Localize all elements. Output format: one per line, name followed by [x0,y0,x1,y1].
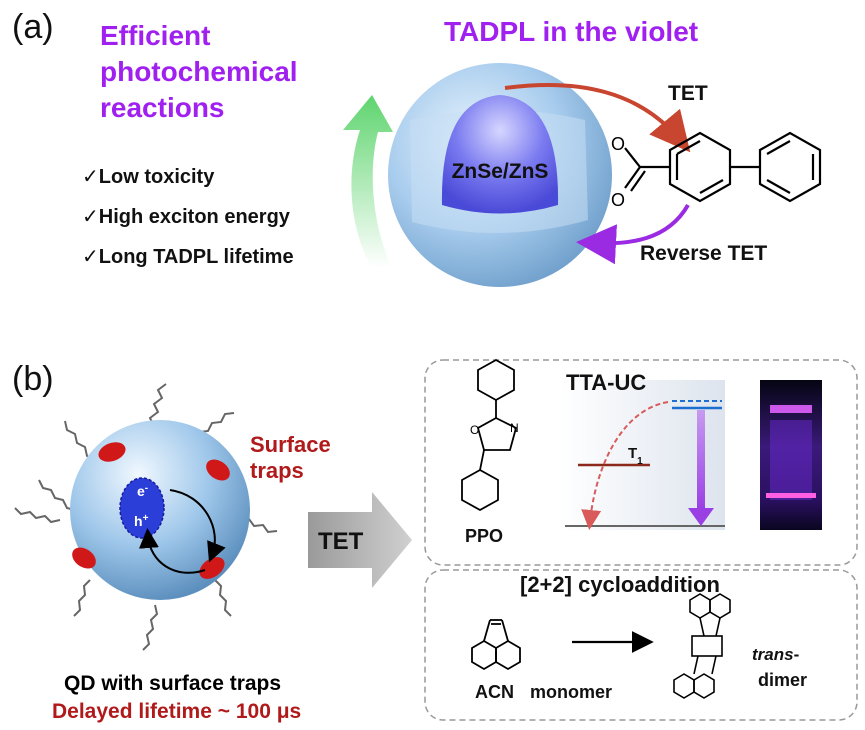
heading-line-1: Efficient [100,20,211,51]
carboxylate-o-bottom: O [611,190,625,210]
reverse-tet-arrow [576,203,690,265]
panel-a-graphics: ZnSe/ZnS TET Reverse TET O O [343,63,822,287]
check-icon: ✓ [82,166,99,188]
cuvette-glow [770,405,812,413]
tet-block-label: TET [318,528,364,555]
cuvette-body [770,420,812,500]
checklist-text: Long TADPL lifetime [98,246,294,268]
reverse-tet-label: Reverse TET [640,242,767,265]
ppo-label: PPO [465,526,503,546]
tet-block-arrow [308,492,412,588]
check-icon: ✓ [82,206,99,228]
panel-a-letter: (a) [12,8,54,46]
ppo-molecule [461,358,518,512]
qd-caption: QD with surface traps [64,672,282,695]
panel-b-graphics: e- h+ TET O N PPO TTA-UC T1 [2+2] cycloa… [14,358,858,721]
trans-dimer-molecule [673,593,731,699]
hole-label: h+ [134,513,149,530]
acn-label: ACN [475,682,514,702]
core-label: ZnSe/ZnS [452,160,549,183]
heading-line-2: photochemical [100,56,298,87]
lifetime-caption: Delayed lifetime ~ 100 μs [52,700,302,723]
tadpl-heading: TADPL in the violet [444,16,699,47]
check-icon: ✓ [82,246,99,268]
surface-trap [206,459,230,481]
checklist-item: ✓Long TADPL lifetime [82,238,294,278]
cycloaddition-title: [2+2] cycloaddition [520,572,720,597]
trap-return-arrow [138,528,206,574]
trans-label: trans- [752,645,799,664]
monomer-label: monomer [530,682,612,702]
surface-traps-line-2: traps [250,458,304,483]
qd-core [441,95,559,214]
tet-arrow [504,82,691,153]
electron-label: e- [137,483,148,500]
checklist-item: ✓Low toxicity [82,158,294,198]
upconversion-arrow-shaft [697,410,705,510]
surface-traps-line-1: Surface [250,432,331,457]
cuvette-beam [766,493,816,498]
checklist-text: Low toxicity [98,166,215,188]
surface-trap [72,547,96,569]
surface-trap [98,442,126,462]
checklist-text: High exciton energy [98,206,290,228]
biphenyl-carboxylate-molecule [624,131,822,203]
efficient-reactions-heading: Efficient photochemical reactions [100,18,298,126]
checklist-item: ✓High exciton energy [82,198,294,238]
feature-checklist: ✓Low toxicity ✓High exciton energy ✓Long… [82,158,294,278]
t1-label: T1 [628,445,643,467]
surface-traps-label: Surface traps [250,432,331,484]
surface-trap [199,557,225,579]
carboxylate-o-top: O [611,134,625,154]
ppo-o-atom: O [470,423,479,437]
heading-line-3: reactions [100,92,225,123]
upconversion-arrow-head [688,508,714,526]
electron-trap-arrow [169,489,226,563]
cycloaddition-box [424,569,858,721]
ttauc-title: TTA-UC [566,370,646,395]
ppo-n-atom: N [510,421,519,435]
acn-molecule [471,619,521,671]
green-curved-arrow [343,95,393,268]
tta-dashed-arrow [581,401,669,530]
tet-label: TET [668,82,708,105]
dimer-label: dimer [758,670,807,690]
panel-b-letter: (b) [12,360,54,398]
